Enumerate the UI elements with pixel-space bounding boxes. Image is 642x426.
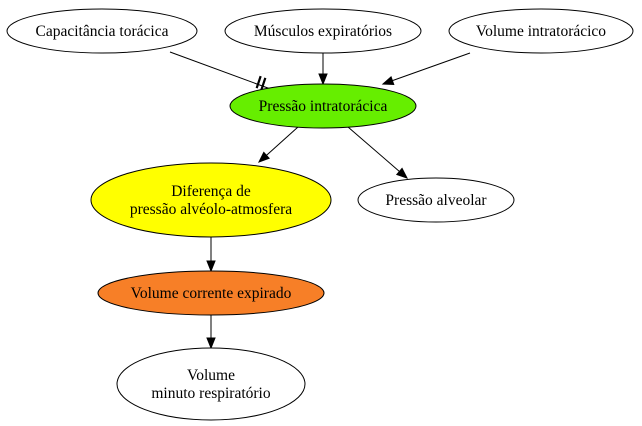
node-ellipse [229,83,417,129]
node-label: pressão alvéolo-atmosfera [130,201,292,218]
node-ellipse [6,8,198,54]
edge-line [266,126,299,156]
arrowhead [395,167,409,179]
node-capacitancia: Capacitância torácica [6,8,198,54]
node-ellipse [357,177,515,223]
edge-capacitancia-to-pressao_intra [169,51,277,92]
node-ellipse [116,347,306,421]
node-pressao-alv: Pressão alveolar [357,177,515,223]
edge-line [347,126,400,172]
arrowhead [381,76,395,85]
edge-volume_corrente-to-volume_minuto [206,315,216,350]
edge-musculos-to-pressao_intra [318,53,328,86]
arrowhead [206,260,216,273]
inhibit-mark [260,77,267,91]
node-label: minuto respiratório [151,385,270,402]
nodes-layer: Capacitância torácica Músculos expiratóri… [6,8,634,421]
node-label: Pressão alveolar [385,192,487,209]
edge-pressao_intra-to-pressao_alv [347,126,409,179]
edge-diferenca-to-volume_corrente [206,237,216,273]
node-label: Músculos expiratórios [254,23,392,40]
edges-layer [169,51,471,350]
edge-line [392,52,471,82]
node-label: Volume [187,367,235,384]
node-pressao-intra: Pressão intratorácica [229,83,417,129]
inhibit-mark [255,75,262,89]
edge-pressao_intra-to-diferenca [257,126,299,163]
node-ellipse [448,8,634,54]
node-label: Capacitância torácica [36,23,169,40]
node-label: Volume corrente expirado [131,285,292,302]
edge-line [169,51,277,92]
node-label: Diferença de [171,183,251,200]
node-musculos: Músculos expiratórios [224,8,422,54]
node-label: Volume intratorácico [476,23,606,40]
node-volume-corrente: Volume corrente expirado [97,270,325,316]
node-ellipse [90,162,332,238]
node-label: Pressão intratorácica [259,98,388,115]
node-ellipse [97,270,325,316]
arrowhead [206,337,216,350]
arrowhead [257,151,270,163]
edge-volume_intra-to-pressao_intra [381,52,471,85]
node-volume-intra: Volume intratorácico [448,8,634,54]
arrowhead [318,73,328,86]
node-ellipse [224,8,422,54]
